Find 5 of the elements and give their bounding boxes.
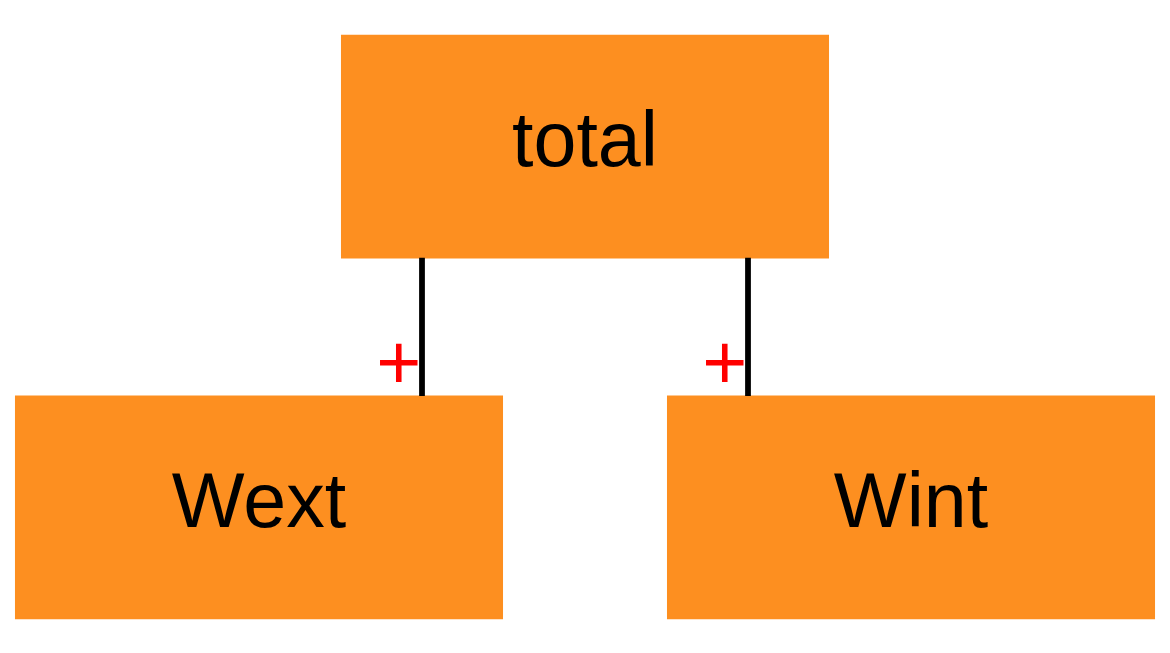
connector xyxy=(419,257,425,396)
node-box: Wext xyxy=(14,395,503,619)
node-box: total xyxy=(340,34,830,258)
node-box: Wint xyxy=(667,395,1156,619)
connector xyxy=(745,257,751,396)
